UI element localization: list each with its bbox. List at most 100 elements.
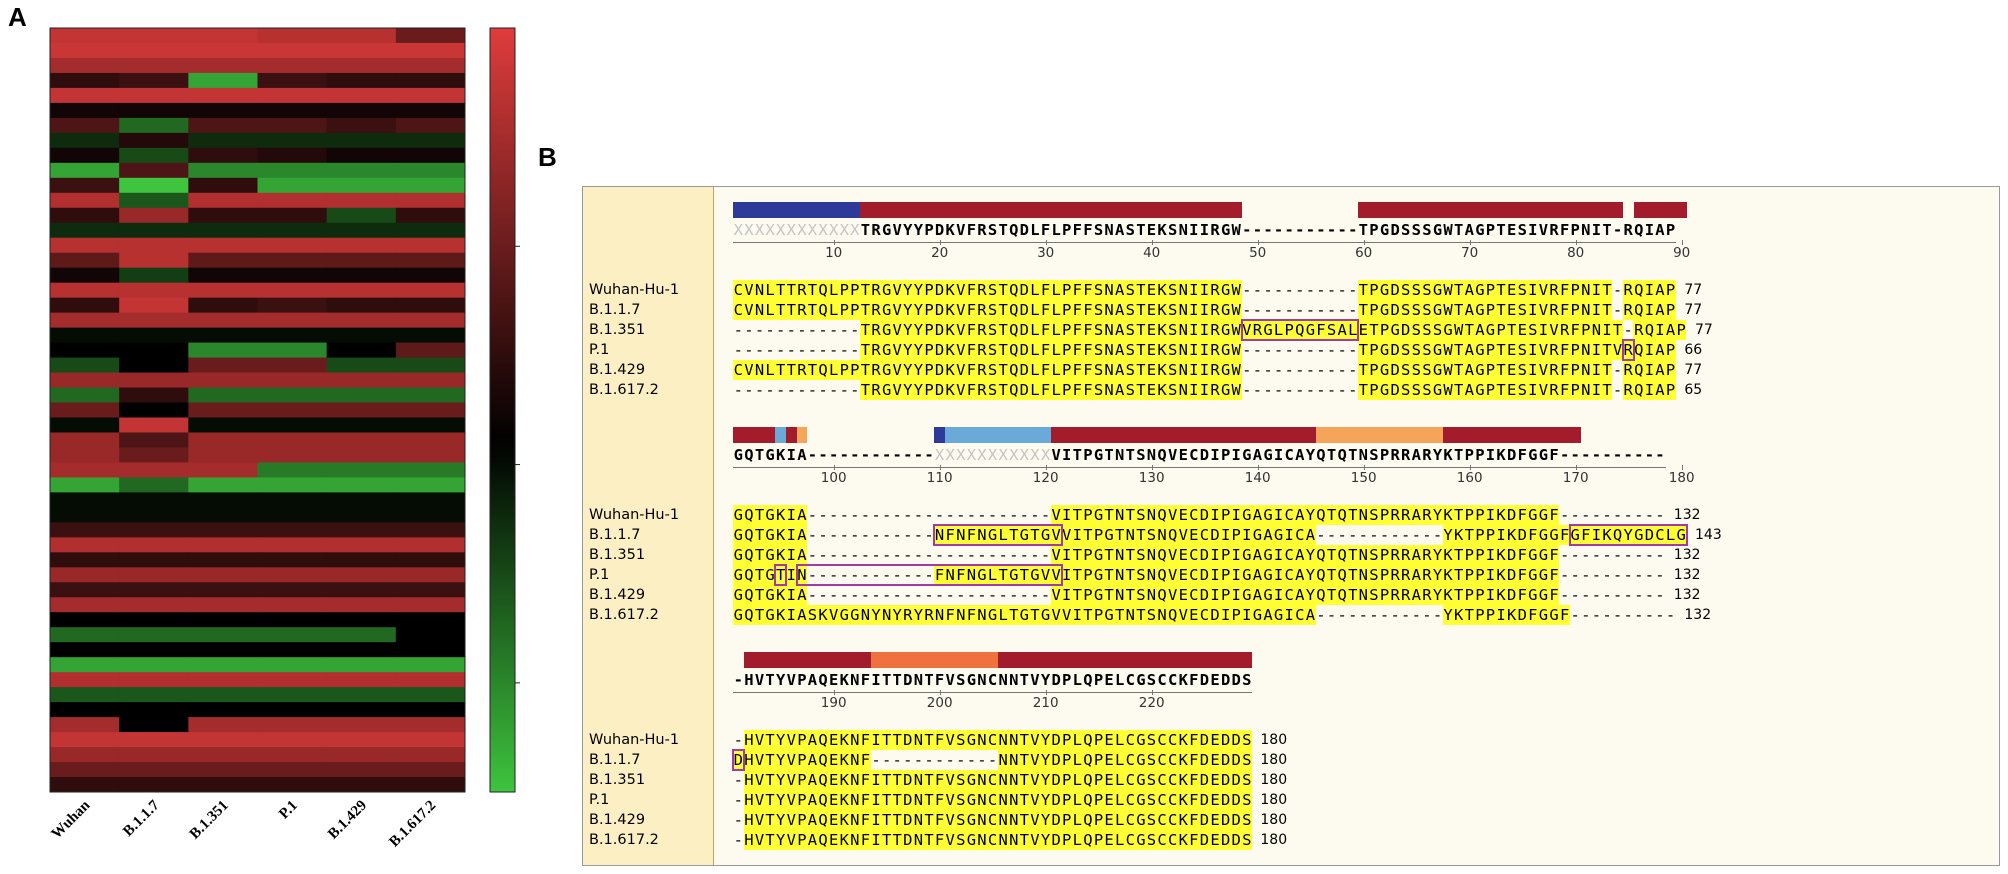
residue: - xyxy=(776,341,786,359)
heatmap-cell xyxy=(50,28,120,44)
residue: - xyxy=(934,546,945,564)
residue: G xyxy=(966,730,977,750)
heatmap-cell xyxy=(326,582,397,598)
residue: V xyxy=(1612,340,1623,360)
residue: I xyxy=(1591,340,1602,360)
residue: F xyxy=(966,525,977,545)
residue: C xyxy=(1188,545,1200,565)
residue: E xyxy=(1146,360,1157,380)
residue: P xyxy=(796,830,808,850)
ruler-number: 130 xyxy=(1138,470,1165,486)
residue: D xyxy=(1019,340,1030,360)
residue: Y xyxy=(902,380,914,400)
residue: I xyxy=(1644,221,1655,239)
heatmap-cell xyxy=(50,567,120,583)
residue: - xyxy=(850,446,860,464)
residue: - xyxy=(765,321,775,339)
heatmap-cell xyxy=(119,597,189,613)
sequence-length: 180 xyxy=(1260,812,1288,828)
residue: G xyxy=(1379,300,1390,320)
residue: N xyxy=(913,730,924,750)
residue: T xyxy=(1029,605,1041,625)
residue: T xyxy=(1019,770,1030,790)
residue: T xyxy=(754,505,765,525)
residue: T xyxy=(785,360,797,380)
residue: N xyxy=(997,830,1009,850)
residue: V xyxy=(1241,320,1253,340)
residue: P xyxy=(923,360,935,380)
heatmap-cell xyxy=(119,732,189,748)
residue: A xyxy=(1114,320,1125,340)
heatmap-cell xyxy=(326,252,397,269)
residue: Q xyxy=(1008,320,1020,340)
residue: L xyxy=(764,300,776,320)
residue: C xyxy=(1167,770,1178,790)
domain-bar xyxy=(1358,202,1624,218)
residue: C xyxy=(987,730,998,750)
residue: - xyxy=(839,586,849,604)
residue: Q xyxy=(1633,340,1645,360)
residue: Y xyxy=(775,790,786,810)
residue: V xyxy=(743,300,755,320)
residue: P xyxy=(838,360,850,380)
residue: S xyxy=(1368,585,1380,605)
residue: D xyxy=(1199,770,1210,790)
heatmap-cell xyxy=(119,342,189,359)
residue: S xyxy=(1124,360,1136,380)
residue: S xyxy=(1411,360,1422,380)
heatmap-cell xyxy=(188,447,258,463)
heatmap-cell xyxy=(257,28,328,44)
residue: - xyxy=(1326,281,1337,299)
residue: K xyxy=(1495,565,1507,585)
residue: - xyxy=(1284,301,1294,319)
residue: K xyxy=(1442,585,1454,605)
residue: - xyxy=(1284,341,1294,359)
residue: X xyxy=(1030,446,1040,464)
residue: D xyxy=(1050,830,1062,850)
heatmap-cell xyxy=(395,132,466,149)
residue: D xyxy=(1389,300,1401,320)
residue: T xyxy=(765,671,775,689)
heatmap-cell xyxy=(119,237,189,254)
residue: - xyxy=(1644,546,1655,564)
residue: T xyxy=(1103,565,1115,585)
residue: V xyxy=(1538,300,1549,320)
residue: N xyxy=(1156,605,1168,625)
residue: K xyxy=(838,730,850,750)
residue: T xyxy=(924,671,934,689)
heatmap-cell xyxy=(119,657,189,673)
residue: P xyxy=(1062,671,1072,689)
residue: S xyxy=(1167,360,1178,380)
residue: N xyxy=(1146,545,1157,565)
residue: F xyxy=(1559,380,1570,400)
residue: E xyxy=(1177,505,1189,525)
heatmap-cell xyxy=(326,147,397,164)
residue: P xyxy=(923,280,935,300)
residue: E xyxy=(1209,790,1221,810)
heatmap-frame xyxy=(49,27,466,793)
residue: - xyxy=(828,546,839,564)
heatmap-cell xyxy=(188,387,258,404)
residue: G xyxy=(1135,750,1147,770)
residue: K xyxy=(838,810,850,830)
residue: I xyxy=(1209,545,1221,565)
residue: S xyxy=(1421,380,1433,400)
heatmap-cell xyxy=(50,717,120,733)
residue: - xyxy=(881,506,892,524)
heatmap-cell xyxy=(188,687,258,703)
heatmap-cell xyxy=(395,447,466,463)
residue: D xyxy=(1209,605,1221,625)
residue: N xyxy=(1580,300,1592,320)
residue: F xyxy=(1040,360,1051,380)
residue: S xyxy=(1400,360,1411,380)
residue: R xyxy=(871,221,881,239)
residue: K xyxy=(1156,360,1168,380)
residue: Y xyxy=(1040,790,1051,810)
residue: - xyxy=(1242,361,1252,379)
residue: P xyxy=(796,770,808,790)
residue: V xyxy=(1061,605,1072,625)
residue: I xyxy=(1188,340,1200,360)
residue: T xyxy=(764,830,776,850)
residue: S xyxy=(1527,320,1539,340)
residue: T xyxy=(1326,545,1337,565)
